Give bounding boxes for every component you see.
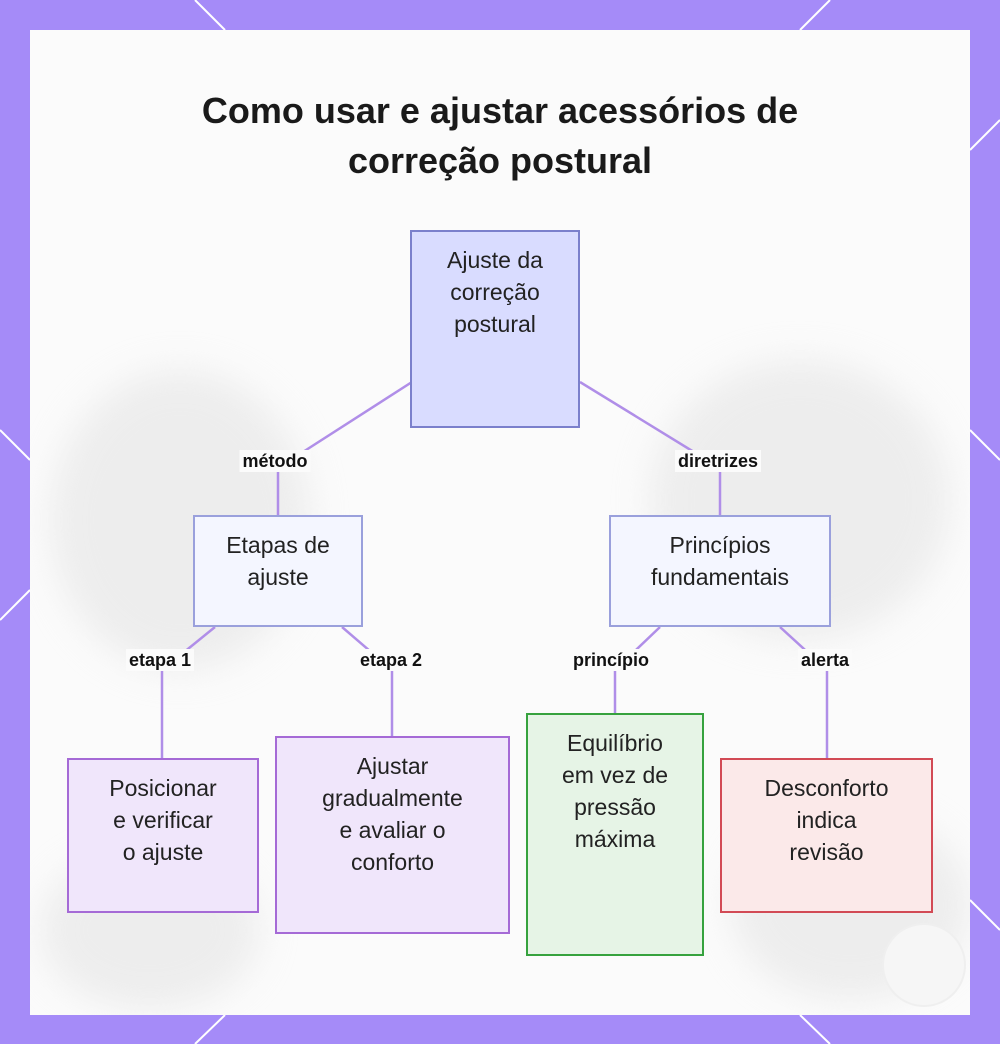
node-adjustment-steps: Etapas de ajuste <box>193 515 363 627</box>
node-balance: Equilíbrio em vez de pressão máxima <box>526 713 704 956</box>
edge-label-step1: etapa 1 <box>125 649 195 671</box>
edge-root-steps <box>276 380 413 515</box>
node-discomfort: Desconforto indica revisão <box>720 758 933 913</box>
watermark-logo-icon <box>882 923 966 1007</box>
edge-steps-step1 <box>160 626 216 758</box>
edge-steps-step2 <box>341 626 394 736</box>
diagram-title: Como usar e ajustar acessórios de correç… <box>201 90 799 181</box>
diagram-panel: Como usar e ajustar acessórios de correç… <box>30 30 970 1015</box>
edge-principles-discomfort <box>779 626 829 758</box>
edge-root-principles <box>579 380 722 515</box>
node-fundamental-principles: Princípios fundamentais <box>609 515 831 627</box>
edge-label-alert: alerta <box>797 649 853 671</box>
node-step2: Ajustar gradualmente e avaliar o confort… <box>275 736 510 934</box>
edge-label-method: método <box>239 450 311 472</box>
edge-label-guidelines: diretrizes <box>674 450 762 472</box>
edge-label-principle: princípio <box>570 649 652 671</box>
edge-label-step2: etapa 2 <box>356 649 426 671</box>
node-step1: Posicionar e verificar o ajuste <box>67 758 259 913</box>
node-root: Ajuste da correção postural <box>410 230 580 428</box>
